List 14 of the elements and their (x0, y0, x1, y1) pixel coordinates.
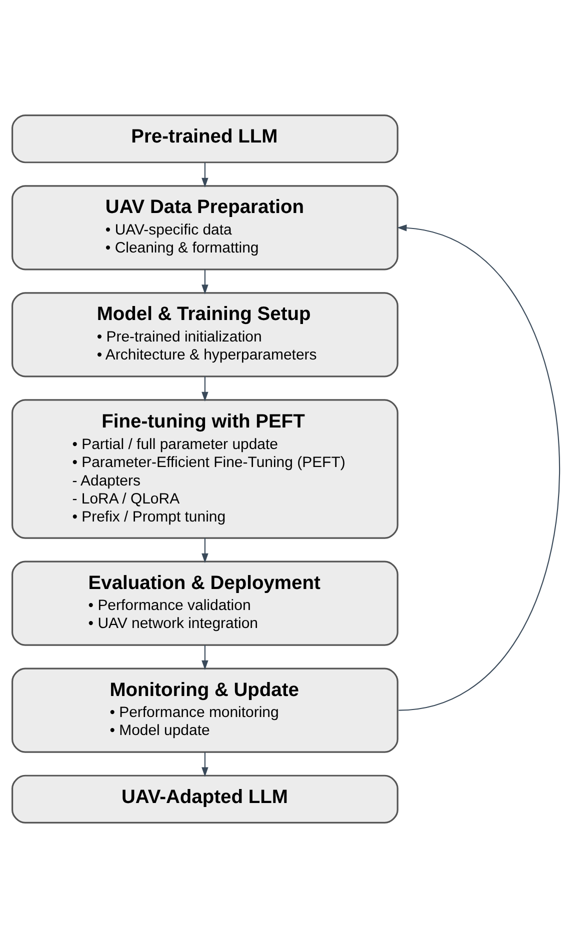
arrow (202, 645, 208, 670)
node-box: Pre-trained LLM (12, 114, 398, 164)
node-box: Evaluation & Deployment • Performance validation • UAV network integration (12, 560, 398, 646)
node-box: Fine-tuning with PEFT • Partial / full parameter update • Parameter-Efficient Fine-Tuning (PEFT) - Adapters - LoRA / QLoRA • Prefix / Prompt tuning (12, 399, 398, 539)
node-box: UAV-Adapted LLM (12, 774, 398, 824)
arrow (202, 376, 208, 402)
arrow (202, 538, 208, 564)
node-box: Monitoring & Update • Performance monitoring • Model update (12, 668, 398, 753)
arrow (202, 752, 208, 777)
arrow (397, 224, 560, 711)
node-box: Model & Training Setup • Pre-trained initialization • Architecture & hyperparameters (12, 292, 398, 378)
node-box: UAV Data Preparation • UAV-specific data • Cleaning & formatting (12, 185, 398, 270)
arrow (202, 270, 208, 294)
arrow (202, 162, 208, 188)
